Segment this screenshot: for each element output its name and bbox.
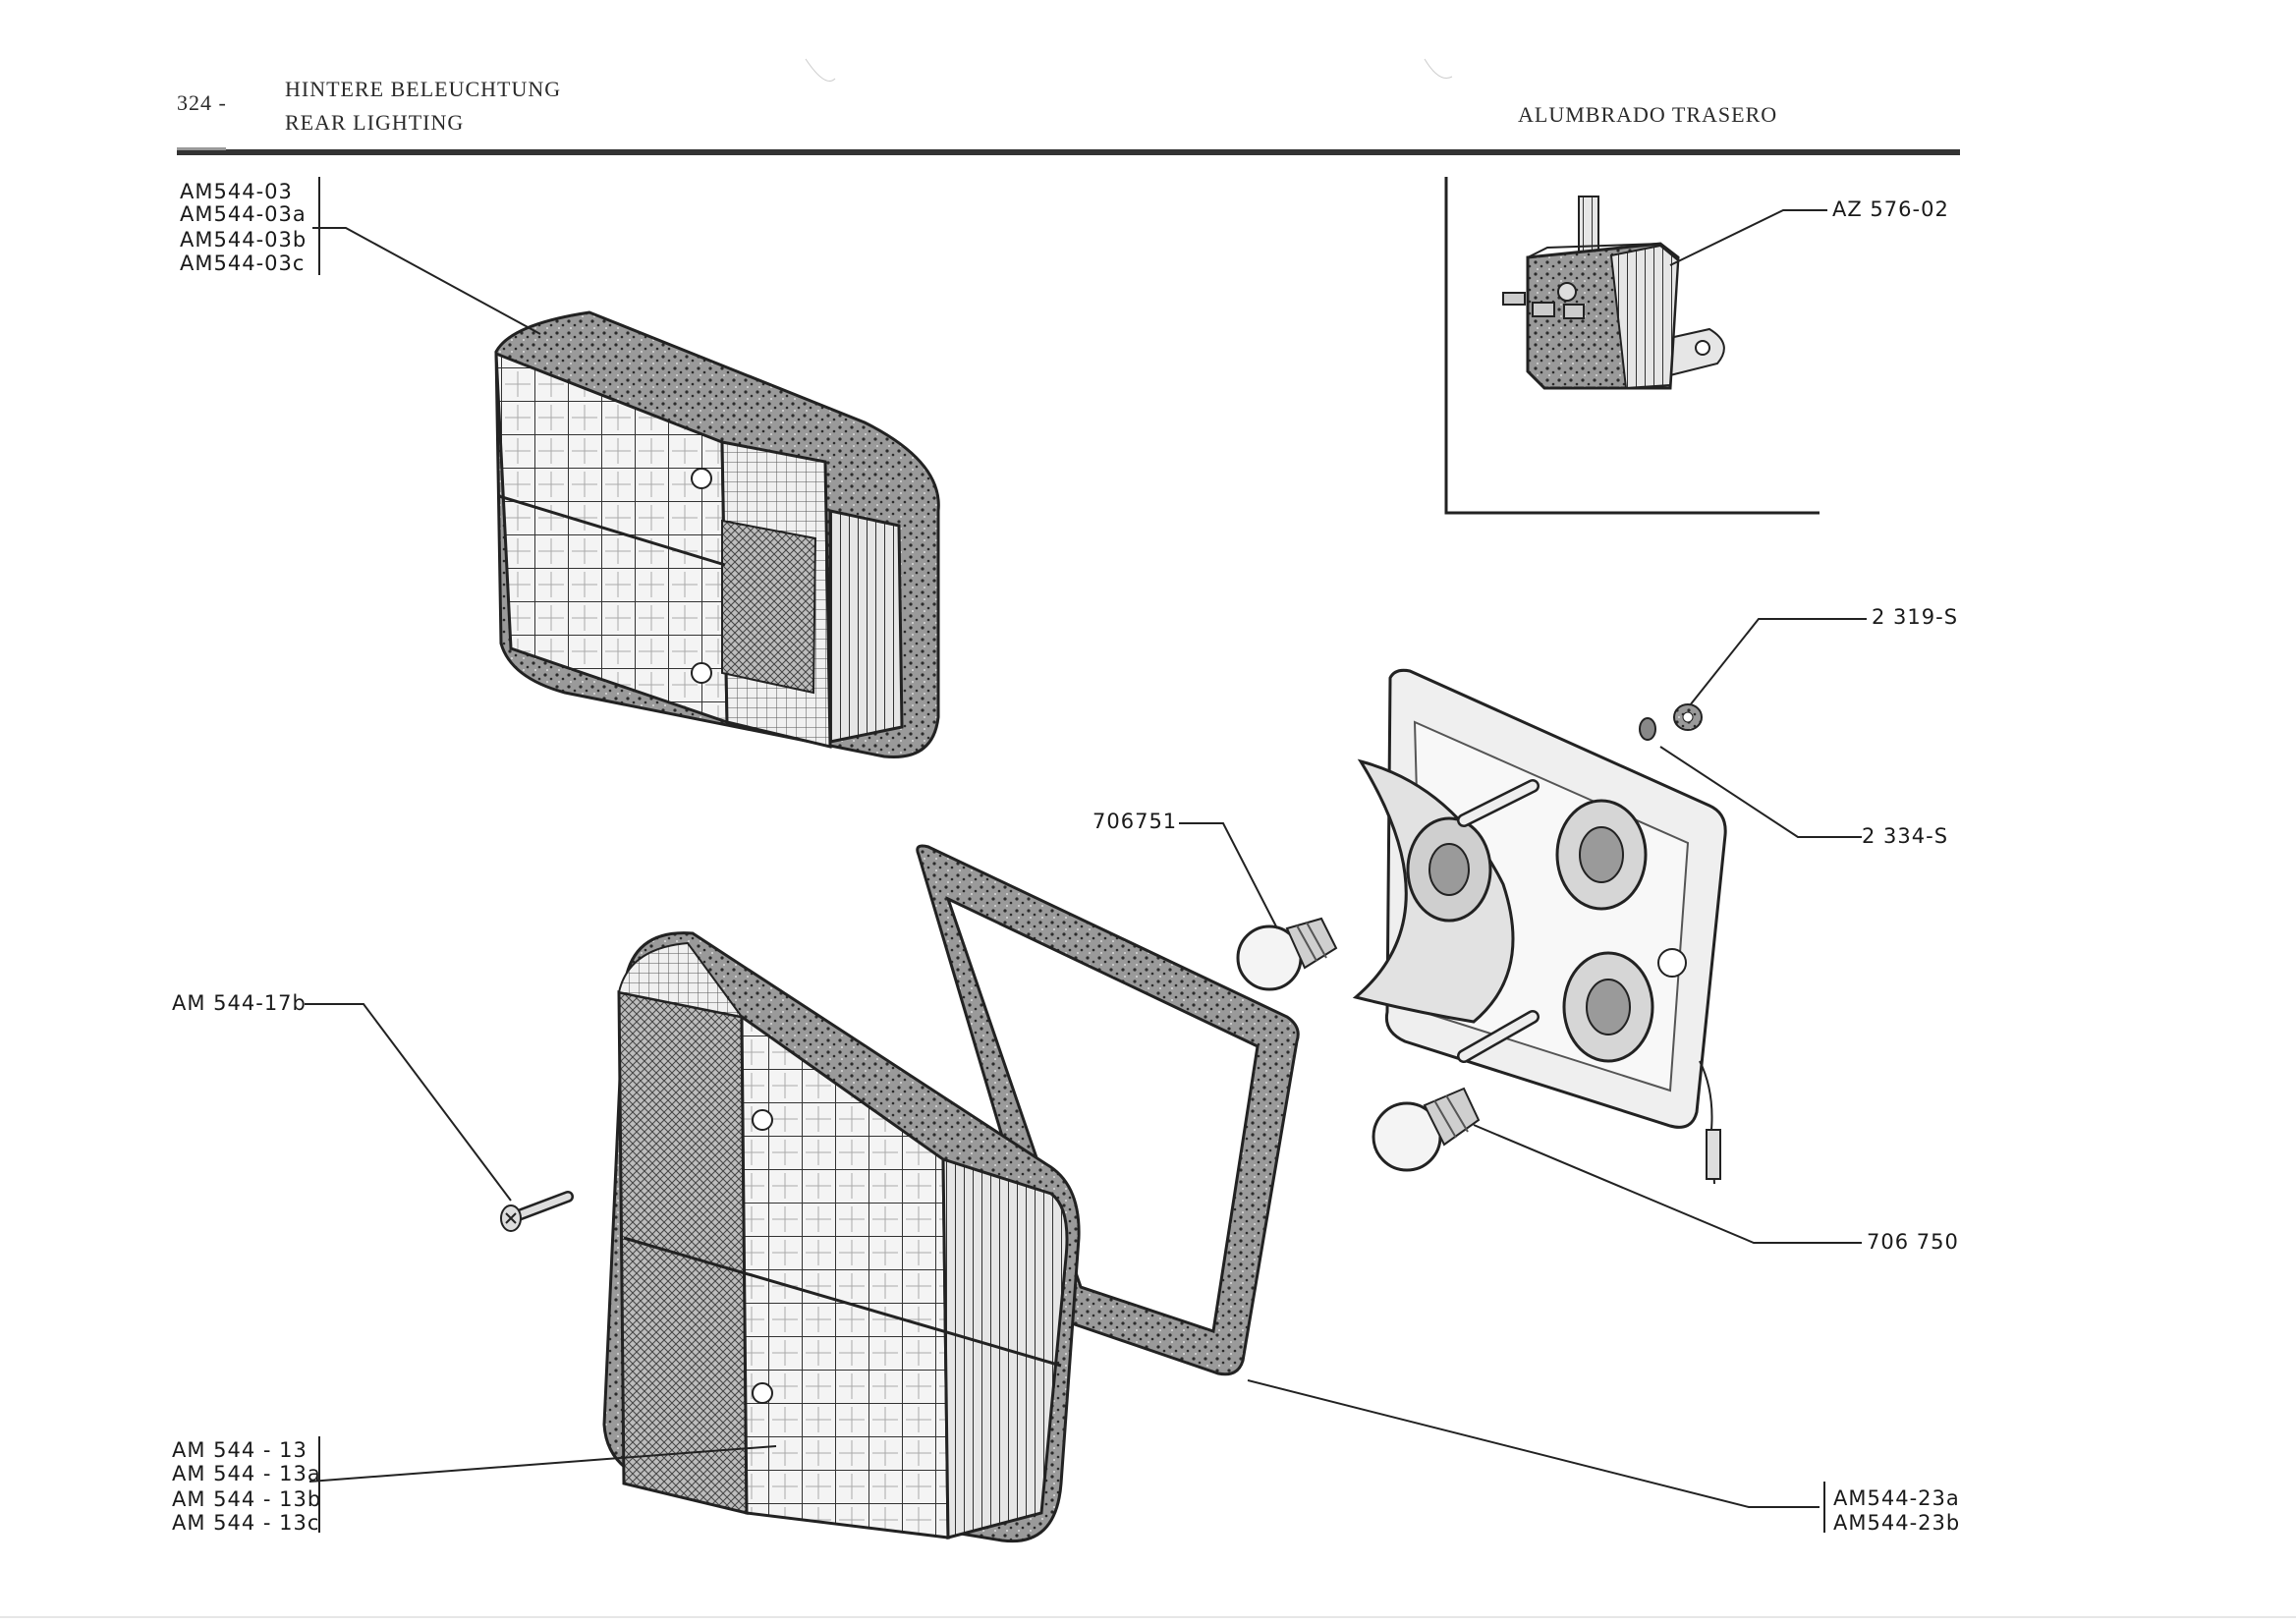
title-spanish: ALUMBRADO TRASERO: [1518, 102, 1778, 127]
label-upper-lamp-4: AM544-03c: [180, 252, 306, 275]
scan-marks: [0, 58, 2296, 1618]
washer-drawing: [1639, 717, 1656, 741]
inset-frame: [1444, 177, 1820, 515]
nut-drawing: [1673, 703, 1703, 731]
label-lower-lamp-1: AM 544 - 13: [172, 1438, 308, 1462]
label-lower-lamp-3: AM 544 - 13b: [172, 1487, 322, 1511]
bulb-large-drawing: [1372, 1087, 1481, 1172]
flasher-unit-drawing: [1502, 196, 1725, 390]
upper-lamp-drawing: [494, 310, 940, 758]
gasket-drawing: [916, 844, 1300, 1376]
label-upper-lamp-3: AM544-03b: [180, 228, 308, 252]
label-lower-lamp-4: AM 544 - 13c: [172, 1511, 320, 1535]
title-german: HINTERE BELEUCHTUNG: [285, 77, 562, 101]
title-english: REAR LIGHTING: [285, 110, 465, 135]
label-upper-lamp-1: AM544-03: [180, 180, 293, 203]
lower-lamp-drawing: [602, 931, 1081, 1543]
label-gasket-2: AM544-23b: [1833, 1511, 1961, 1535]
page-number: 324 -: [177, 90, 227, 115]
label-washer: 2 334-S: [1862, 824, 1949, 848]
label-lower-lamp-2: AM 544 - 13a: [172, 1462, 321, 1485]
label-bulb-large: 706 750: [1867, 1230, 1959, 1254]
screw-drawing: [500, 1191, 574, 1232]
lamp-holder-plate: [1352, 668, 1727, 1185]
header-rule: [177, 147, 1960, 155]
bulb-small-drawing: [1236, 917, 1338, 991]
label-flasher-unit: AZ 576-02: [1832, 197, 1949, 221]
label-screw: AM 544-17b: [172, 991, 307, 1015]
label-upper-lamp-2: AM544-03a: [180, 202, 307, 226]
label-nut: 2 319-S: [1872, 605, 1959, 629]
leader-lines: [305, 177, 1867, 1533]
label-bulb-small: 706751: [1092, 810, 1178, 833]
label-gasket-1: AM544-23a: [1833, 1486, 1960, 1510]
